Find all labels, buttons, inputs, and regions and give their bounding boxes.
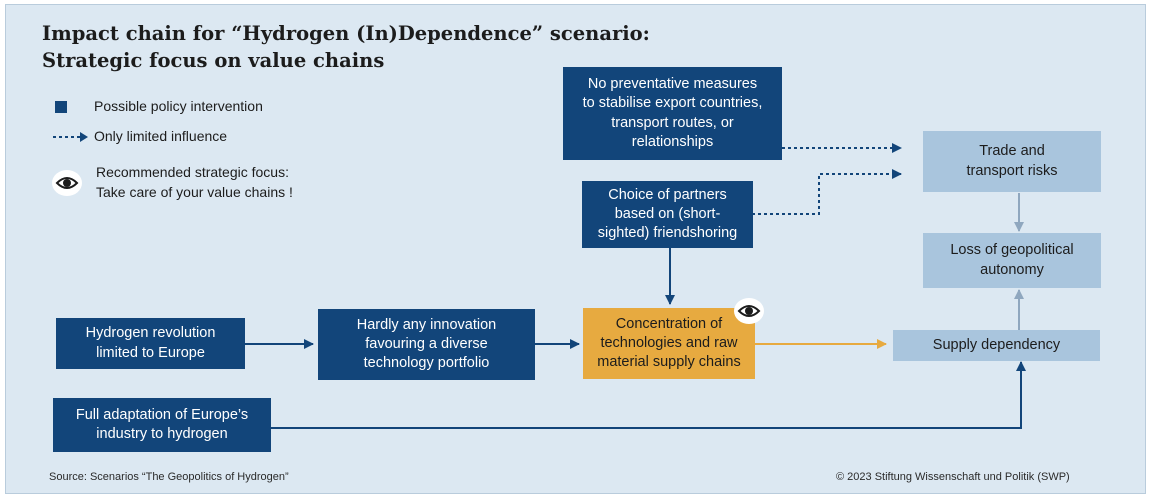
dotted-arrow-partners-to-trade — [752, 169, 902, 215]
dotted-arrow-icon — [53, 132, 88, 142]
box-concentration: Concentration of technologies and raw ma… — [583, 308, 755, 379]
box-hardly-any-innovation: Hardly any innovation favouring a divers… — [318, 309, 535, 380]
box-loss-of-geopolitical-autonomy: Loss of geopolitical autonomy — [923, 233, 1101, 288]
legend-strategic-focus-line-1: Recommended strategic focus: — [96, 164, 289, 180]
legend-eye-badge — [52, 170, 82, 196]
legend-strategic-focus-line-2: Take care of your value chains ! — [96, 184, 293, 200]
box-hydrogen-revolution: Hydrogen revolution limited to Europe — [56, 318, 245, 369]
box-supply-dependency: Supply dependency — [893, 330, 1100, 361]
policy-intervention-swatch — [55, 101, 67, 113]
box-full-adaptation: Full adaptation of Europe’s industry to … — [53, 398, 271, 452]
arrow-adaptation-to-supply — [271, 361, 1026, 429]
legend-policy-intervention: Possible policy intervention — [94, 98, 263, 114]
diagram-title-line-1: Impact chain for “Hydrogen (In)Dependenc… — [42, 22, 650, 45]
legend-limited-influence: Only limited influence — [94, 128, 228, 144]
box-choice-of-partners: Choice of partners based on (short- sigh… — [582, 181, 753, 248]
copyright-note: © 2023 Stiftung Wissenschaft und Politik… — [836, 471, 1070, 483]
box-preventative-measures: No preventative measures to stabilise ex… — [563, 67, 782, 160]
diagram-title-line-2: Strategic focus on value chains — [42, 49, 385, 72]
eye-icon — [55, 177, 79, 189]
source-note: Source: Scenarios “The Geopolitics of Hy… — [49, 471, 289, 483]
eye-icon — [737, 305, 761, 317]
box-trade-and-transport-risks: Trade and transport risks — [923, 131, 1101, 192]
concentration-eye-badge — [734, 298, 764, 324]
